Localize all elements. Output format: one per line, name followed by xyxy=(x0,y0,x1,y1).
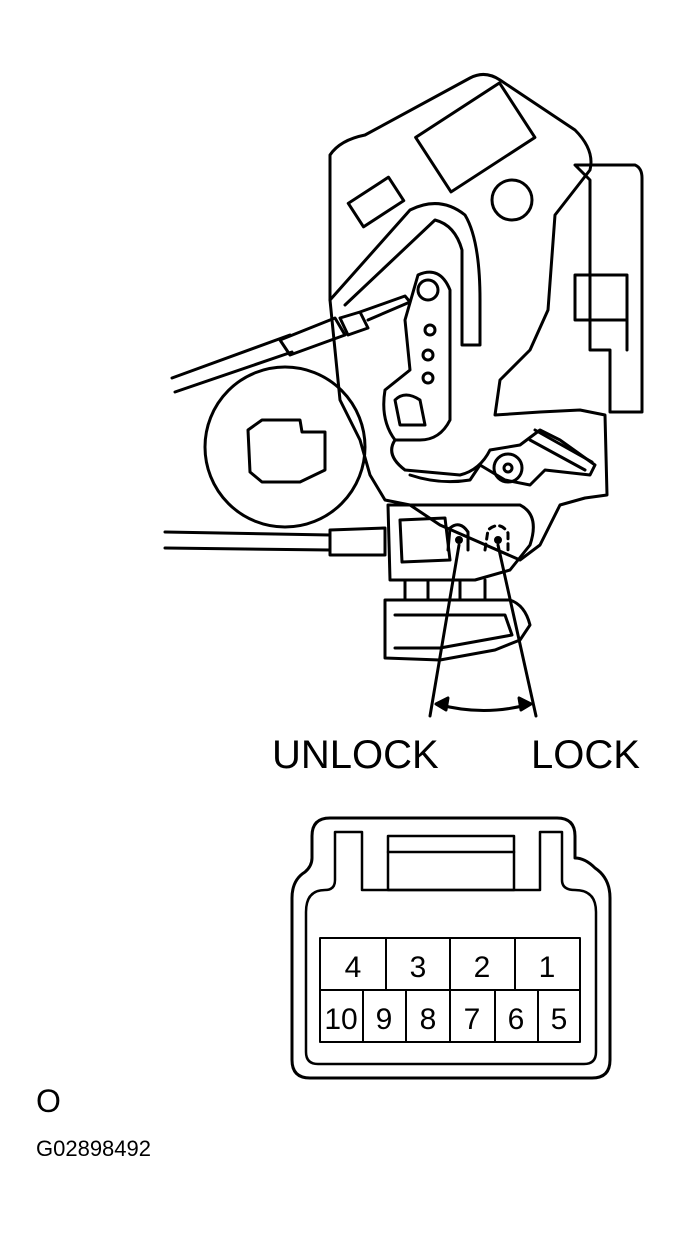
connector-face: 4 3 2 1 10 9 8 7 6 5 xyxy=(290,816,612,1080)
lock-label: LOCK xyxy=(531,733,640,777)
rod-end xyxy=(278,316,347,357)
motor-housing xyxy=(203,365,367,529)
lever-hole-1 xyxy=(423,323,437,337)
pin-6: 6 xyxy=(508,1003,525,1036)
lever-cutout xyxy=(393,393,427,427)
cam-plate xyxy=(390,428,597,487)
unlock-leader-line xyxy=(428,543,461,718)
unlock-label: UNLOCK xyxy=(272,733,439,777)
lock-contact xyxy=(483,524,510,552)
housing-hole xyxy=(490,178,534,222)
rotation-arc xyxy=(435,702,532,712)
control-rod xyxy=(170,333,294,394)
housing-window xyxy=(414,81,537,194)
lock-rear-tab xyxy=(573,273,629,322)
pin-1: 1 xyxy=(539,951,556,984)
cam-spring xyxy=(528,428,594,472)
lock-housing xyxy=(328,73,609,562)
lever-pivot xyxy=(416,278,440,302)
pin-4: 4 xyxy=(345,951,362,984)
lower-cable xyxy=(163,530,332,552)
unlock-contact-dot xyxy=(455,536,463,544)
pin-3: 3 xyxy=(410,951,427,984)
pin-8: 8 xyxy=(420,1003,437,1036)
connector-inner-outline xyxy=(304,830,598,1066)
lock-rear-slot xyxy=(608,318,629,352)
connector-stub xyxy=(403,578,487,602)
lock-rear-plate xyxy=(573,163,644,414)
switch-window xyxy=(398,516,452,564)
pin-2: 2 xyxy=(474,951,491,984)
terminal-grid-lines xyxy=(319,937,581,1043)
lock-contact-dot xyxy=(494,536,502,544)
connector-outline xyxy=(290,816,612,1080)
lever-hole-2 xyxy=(421,348,435,362)
pin-10: 10 xyxy=(324,1003,357,1036)
cam-pivot xyxy=(492,452,524,484)
motor-shaft xyxy=(246,418,327,484)
pin-9: 9 xyxy=(376,1003,393,1036)
switch-block xyxy=(386,503,535,582)
pin-7: 7 xyxy=(464,1003,481,1036)
door-lock-assembly xyxy=(163,73,644,718)
arc-arrow-right xyxy=(517,696,533,712)
lever-hole-3 xyxy=(421,371,435,385)
arc-arrow-left xyxy=(434,696,450,712)
lock-lever xyxy=(382,270,452,442)
figure-code: G02898492 xyxy=(36,1136,151,1161)
connector-housing xyxy=(383,598,532,662)
unlock-contact xyxy=(446,523,470,552)
connector-lock-tab xyxy=(386,834,516,892)
lock-leader-line xyxy=(496,543,538,718)
connector-inner xyxy=(393,613,514,650)
cam-pivot-center xyxy=(502,462,514,474)
rod-clip xyxy=(338,294,412,337)
pin-5: 5 xyxy=(551,1003,568,1036)
lower-cable-end xyxy=(328,526,387,557)
housing-slot xyxy=(346,175,406,229)
side-mark: O xyxy=(36,1083,61,1119)
inner-channel xyxy=(328,202,482,347)
